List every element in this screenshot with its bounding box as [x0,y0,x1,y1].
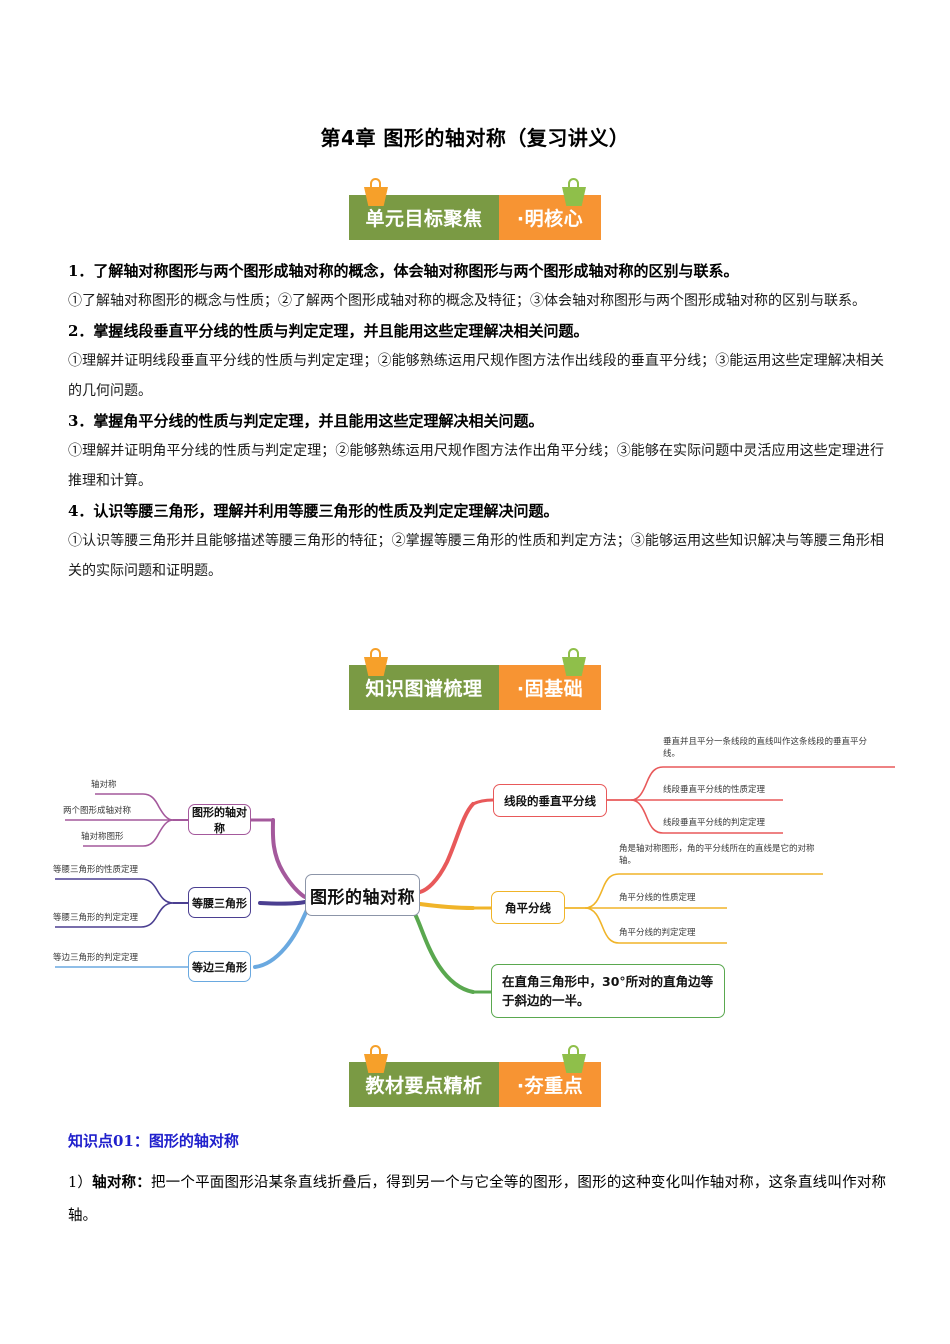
knowledge-point-term: 轴对称： [92,1174,151,1191]
mindmap-leaf: 垂直并且平分一条线段的直线叫作这条线段的垂直平分线。 [663,737,868,759]
mindmap-center-label: 图形的轴对称 [310,887,415,908]
mindmap-leaf: 线段垂直平分线的性质定理 [663,785,766,795]
objective-heading: 3．掌握角平分线的性质与判定定理，并且能用这些定理解决相关问题。 [68,412,544,430]
banner-label-orange: ·夯重点 [516,1075,584,1097]
mindmap-node-label: 等腰三角形 [192,896,247,910]
banner-label-green: 教材要点精析 [365,1075,483,1097]
mindmap-node-axial-symmetry: 图形的轴对称 [188,804,251,835]
banner-label-orange: ·固基础 [516,678,584,700]
banner-green-part: 单元目标聚焦 [349,195,499,240]
mindmap-leaf: 轴对称 [91,780,117,790]
binder-clip-icon [363,1045,389,1073]
objective-detail: ①认识等腰三角形并且能够描述等腰三角形的特征；②掌握等腰三角形的性质和判定方法；… [68,533,884,579]
mindmap-node-equilateral-triangle: 等边三角形 [188,951,251,982]
mindmap-leaf: 等边三角形的判定定理 [53,953,139,963]
mindmap-node-label: 线段的垂直平分线 [504,793,596,808]
objective-detail: ①了解轴对称图形的概念与性质；②了解两个图形成轴对称的概念及特征；③体会轴对称图… [68,293,866,309]
objective-detail: ①理解并证明线段垂直平分线的性质与判定定理；②能够熟练运用尺规作图方法作出线段的… [68,353,884,399]
mindmap-leaf: 轴对称图形 [81,832,124,842]
mindmap-leaf: 等腰三角形的性质定理 [53,865,139,875]
objectives-list: 1．了解轴对称图形与两个图形成轴对称的概念，体会轴对称图形与两个图形成轴对称的区… [68,256,884,586]
knowledge-point-body: 1）轴对称：把一个平面图形沿某条直线折叠后，得到另一个与它全等的图形，图形的这种… [68,1166,886,1233]
mindmap-diagram: 图形的轴对称 图形的轴对称 轴对称 两个图形成轴对称 轴对称图形 等腰三角形 等… [53,722,950,1042]
objective-heading: 4．认识等腰三角形，理解并利用等腰三角形的性质及判定定理解决问题。 [68,502,559,520]
mindmap-leaf: 角平分线的性质定理 [619,893,696,903]
mindmap-leaf: 两个图形成轴对称 [63,806,132,816]
mindmap-note-box: 在直角三角形中，30°所对的直角边等于斜边的一半。 [491,964,725,1018]
objective-heading: 2．掌握线段垂直平分线的性质与判定定理，并且能用这些定理解决相关问题。 [68,322,589,340]
mindmap-node-angle-bisector: 角平分线 [491,891,565,924]
mindmap-leaf: 角是轴对称图形，角的平分线所在的直线是它的对称轴。 [619,844,815,866]
banner-orange-part: ·明核心 [499,195,601,240]
section-banner-mindmap: 知识图谱梳理 ·固基础 [349,648,601,710]
binder-clip-icon [561,178,587,206]
banner-label-green: 单元目标聚焦 [365,208,483,230]
banner-label-orange: ·明核心 [516,208,584,230]
section-banner-objectives: 单元目标聚焦 ·明核心 [349,178,601,240]
knowledge-point-number: 1） [68,1175,93,1191]
banner-orange-part: ·固基础 [499,665,601,710]
binder-clip-icon [561,648,587,676]
knowledge-point-heading: 知识点01：图形的轴对称 [68,1132,239,1150]
binder-clip-icon [561,1045,587,1073]
mindmap-node-label: 图形的轴对称 [192,805,247,835]
banner-orange-part: ·夯重点 [499,1062,601,1107]
mindmap-node-label: 角平分线 [505,900,551,915]
mindmap-node-label: 等边三角形 [192,960,247,974]
banner-green-part: 教材要点精析 [349,1062,499,1107]
knowledge-point-definition: 把一个平面图形沿某条直线折叠后，得到另一个与它全等的图形，图形的这种变化叫作轴对… [68,1175,887,1224]
banner-green-part: 知识图谱梳理 [349,665,499,710]
mindmap-leaf: 线段垂直平分线的判定定理 [663,818,766,828]
mindmap-node-isosceles-triangle: 等腰三角形 [188,887,251,918]
banner-label-green: 知识图谱梳理 [365,678,483,700]
objective-heading: 1．了解轴对称图形与两个图形成轴对称的概念，体会轴对称图形与两个图形成轴对称的区… [68,262,739,280]
mindmap-leaf: 角平分线的判定定理 [619,928,696,938]
mindmap-leaf: 等腰三角形的判定定理 [53,913,139,923]
page-title: 第4章 图形的轴对称（复习讲义） [320,126,630,150]
mindmap-node-perpendicular-bisector: 线段的垂直平分线 [493,784,607,817]
objective-detail: ①理解并证明角平分线的性质与判定定理；②能够熟练运用尺规作图方法作出角平分线；③… [68,443,884,489]
section-banner-keypoints: 教材要点精析 ·夯重点 [349,1045,601,1107]
binder-clip-icon [363,648,389,676]
binder-clip-icon [363,178,389,206]
mindmap-center-node: 图形的轴对称 [305,874,420,916]
mindmap-connectors [55,766,895,994]
